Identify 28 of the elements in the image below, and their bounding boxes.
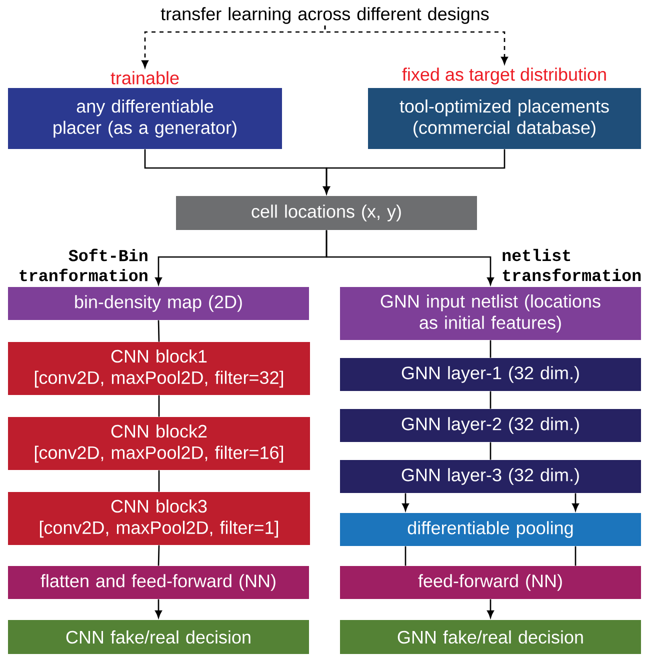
process-box: tool-optimized placements (commercial database) [368,88,641,149]
box-heading: fixed as target distribution [402,68,606,84]
edge-label: netlist transformation [500,248,650,282]
process-box: CNN block3 [conv2D, maxPool2D, filter=1] [8,492,310,545]
arrow [155,599,162,618]
arrow [402,493,409,511]
process-box: CNN block1 [conv2D, maxPool2D, filter=32] [8,342,310,395]
process-box: GNN layer-3 (32 dim.) [340,460,641,493]
heading-text: transfer learning across different designs [160,7,489,24]
process-box: GNN input netlist (locations as initial features) [340,287,641,340]
arrow [326,230,494,285]
process-box: differentiable pooling [340,513,641,546]
arrow [323,149,506,194]
edge-label: Soft-Bin tranformation [12,247,150,283]
process-box: cell locations (x, y) [176,196,477,230]
process-box: CNN fake/real decision [8,620,309,654]
process-box: CNN block2 [conv2D, maxPool2D, filter=16] [8,417,310,470]
box-heading: trainable [110,71,179,84]
process-box: GNN layer-1 (32 dim.) [340,358,641,391]
arrow [324,26,508,64]
arrow [572,493,579,511]
process-box: bin-density map (2D) [8,287,309,320]
process-box: feed-forward (NN) [340,566,641,599]
process-box: flatten and feed-forward (NN) [8,566,309,599]
arrow [487,599,494,618]
process-box: any differentiable placer (as a generator) [8,88,282,149]
process-box: GNN layer-2 (32 dim.) [340,409,641,442]
process-box: GNN fake/real decision [340,620,641,654]
